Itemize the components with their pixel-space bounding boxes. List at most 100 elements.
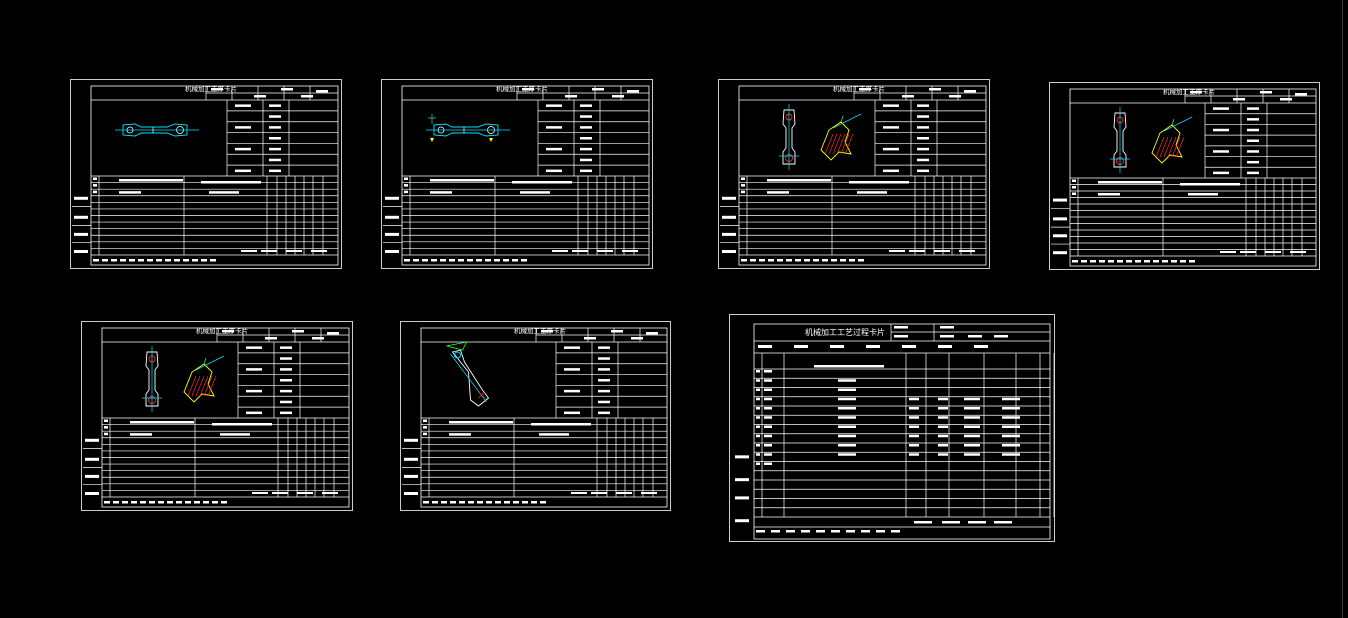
margin-text-block bbox=[1053, 251, 1067, 255]
part-outline bbox=[451, 349, 490, 407]
footer-block bbox=[1153, 260, 1159, 263]
info-text-block bbox=[564, 368, 580, 371]
footer-block bbox=[861, 530, 870, 533]
step-number-block bbox=[104, 432, 108, 436]
header-text-block bbox=[902, 345, 916, 348]
footer-block bbox=[458, 259, 464, 262]
info-text-block bbox=[1247, 128, 1259, 132]
info-text-block bbox=[917, 126, 929, 129]
info-text-block bbox=[917, 137, 929, 140]
route-text-block bbox=[938, 425, 948, 428]
header-text-block bbox=[612, 95, 624, 98]
margin-text-block bbox=[74, 232, 88, 236]
header-text-block bbox=[929, 88, 941, 91]
info-text-block bbox=[598, 368, 610, 371]
footer-block bbox=[167, 501, 173, 504]
inner-border bbox=[738, 85, 987, 266]
info-text-block bbox=[1213, 128, 1229, 132]
header-text-block bbox=[938, 345, 952, 348]
outer-border bbox=[729, 314, 1055, 542]
process-card-sheet[interactable]: 机械加工工艺过程卡片 bbox=[729, 314, 1055, 542]
operation-card-drawing: 机械加工工序卡片 bbox=[70, 79, 342, 269]
sign-block bbox=[311, 250, 327, 252]
operation-card-sheet-6[interactable]: 机械加工工序卡片 bbox=[400, 321, 671, 511]
footer-block bbox=[140, 501, 146, 504]
margin-text-block bbox=[385, 215, 399, 219]
sign-block bbox=[1220, 251, 1236, 253]
operation-card-sheet-5[interactable]: 机械加工工序卡片 bbox=[81, 321, 353, 511]
header-text-block bbox=[222, 330, 234, 333]
info-text-block bbox=[269, 158, 281, 162]
info-text-block bbox=[546, 104, 562, 107]
margin-text-block bbox=[404, 457, 418, 461]
sheet-title: 机械加工工序卡片 bbox=[514, 326, 566, 335]
header-text-block bbox=[265, 337, 277, 340]
info-text-block bbox=[883, 169, 899, 173]
section-leader bbox=[832, 113, 862, 129]
step-text-block bbox=[1098, 193, 1120, 196]
header-text-block bbox=[312, 337, 324, 340]
route-number-block bbox=[756, 370, 760, 373]
info-text-block bbox=[280, 346, 292, 349]
section-hatch bbox=[1171, 136, 1181, 158]
step-text-block bbox=[1188, 193, 1218, 196]
step-text-block bbox=[520, 191, 550, 194]
footer-block bbox=[431, 259, 437, 262]
route-number-block bbox=[756, 388, 760, 391]
process-card-drawing: 机械加工工艺过程卡片 bbox=[729, 314, 1055, 542]
info-text-block bbox=[580, 115, 592, 118]
footer-block bbox=[158, 501, 164, 504]
margin-text-block bbox=[385, 250, 399, 253]
footer-block bbox=[156, 259, 162, 262]
header-text-block bbox=[940, 335, 954, 338]
step-header-block bbox=[201, 181, 261, 184]
footer-block bbox=[129, 259, 135, 262]
margin-text-block bbox=[735, 478, 749, 482]
footer-block bbox=[192, 259, 198, 262]
info-text-block bbox=[883, 104, 899, 107]
sign-block bbox=[272, 492, 288, 494]
operation-card-sheet-3[interactable]: 机械加工工序卡片 bbox=[718, 79, 990, 269]
sheet-title: 机械加工工序卡片 bbox=[1163, 87, 1215, 96]
route-number-block bbox=[764, 453, 772, 456]
margin-text-block bbox=[74, 215, 88, 219]
section-hatch bbox=[195, 375, 205, 397]
info-text-block bbox=[564, 389, 580, 393]
route-text-block bbox=[938, 444, 948, 447]
header-text-block bbox=[866, 345, 880, 348]
section-outline bbox=[183, 363, 215, 403]
section-leader bbox=[195, 355, 225, 371]
header-text-block bbox=[281, 88, 293, 91]
sign-block bbox=[252, 492, 268, 494]
route-text-block bbox=[1002, 416, 1020, 419]
footer-block bbox=[93, 259, 99, 262]
footer-block bbox=[831, 530, 840, 533]
margin-text-block bbox=[722, 250, 736, 253]
footer-block bbox=[111, 259, 117, 262]
margin-text-block bbox=[735, 455, 749, 459]
footer-block bbox=[831, 259, 837, 262]
footer-block bbox=[477, 501, 483, 504]
info-text-block bbox=[235, 104, 251, 107]
operation-card-sheet-4[interactable]: 机械加工工序卡片 bbox=[1049, 82, 1320, 270]
header-text-block bbox=[1280, 98, 1292, 101]
step-header-block bbox=[849, 181, 909, 184]
part-outline bbox=[433, 123, 499, 137]
route-number-block bbox=[764, 416, 772, 419]
operation-card-sheet-2[interactable]: 机械加工工序卡片 bbox=[381, 79, 653, 269]
sign-block bbox=[994, 521, 1012, 524]
sign-block bbox=[622, 250, 638, 252]
route-text-block bbox=[938, 416, 948, 419]
footer-block bbox=[138, 259, 144, 262]
header-text-block bbox=[254, 95, 266, 98]
header-text-block bbox=[316, 90, 328, 93]
route-number-block bbox=[764, 397, 772, 401]
info-text-block bbox=[580, 126, 592, 129]
info-text-block bbox=[280, 411, 292, 415]
operation-card-sheet-1[interactable]: 机械加工工序卡片 bbox=[70, 79, 342, 269]
header-text-block bbox=[631, 337, 643, 340]
header-text-block bbox=[1233, 98, 1245, 101]
info-text-block bbox=[598, 346, 610, 349]
section-hatch bbox=[187, 375, 197, 397]
